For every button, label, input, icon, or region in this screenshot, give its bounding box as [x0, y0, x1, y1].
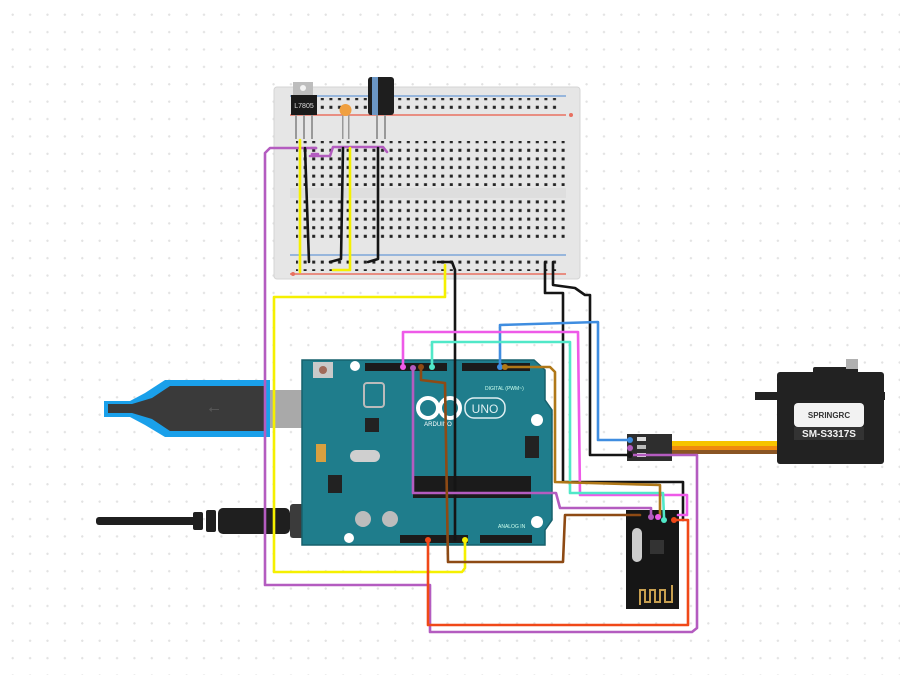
model-label: UNO [472, 402, 499, 416]
digital-label: DIGITAL (PWM~) [485, 386, 524, 392]
usb-cable[interactable]: ⭠ [104, 380, 310, 437]
wire-black-arduino-gnd[interactable] [436, 260, 457, 542]
breadboard[interactable] [273, 86, 581, 280]
digital-header-right[interactable] [462, 363, 530, 371]
radio-module[interactable] [626, 510, 679, 609]
servo-wire-signal [672, 441, 780, 446]
wire-black-cap-gnd[interactable] [328, 146, 345, 264]
pcb-antenna [639, 585, 673, 605]
servo-wire-power [672, 446, 780, 450]
wire-endpoints [400, 364, 677, 543]
servo-model: SM-S3317S [802, 429, 856, 440]
servo-motor[interactable]: SPRINGRC SM-S3317S [672, 359, 885, 464]
wire-black-reg-gnd[interactable] [303, 146, 311, 264]
wire-purple-vin[interactable] [263, 146, 699, 634]
dc-jack-cable[interactable] [96, 504, 326, 538]
ceramic-capacitor[interactable] [339, 104, 352, 139]
servo-horn-shaft [846, 359, 858, 369]
wire-blue-servo-signal[interactable] [498, 320, 630, 442]
mounting-hole [350, 361, 360, 371]
wires [263, 138, 699, 634]
crystal [350, 450, 380, 462]
wire-brown[interactable] [419, 365, 642, 564]
icsp-header[interactable] [525, 436, 539, 458]
mounting-hole [531, 516, 543, 528]
mounting-hole [531, 414, 543, 426]
voltage-regulator[interactable]: L7805 [291, 82, 317, 139]
wire-purple-signal[interactable] [411, 365, 653, 519]
capacitor [355, 511, 371, 527]
servo-wire-ground [672, 450, 780, 454]
centre-channel [290, 188, 566, 198]
fuse [316, 444, 326, 462]
regulator-label: L7805 [294, 103, 314, 110]
servo-brand: SPRINGRC [808, 411, 850, 420]
wire-yellow-cap[interactable] [331, 146, 352, 272]
power-header[interactable] [400, 535, 468, 543]
polyfuse [363, 382, 385, 408]
wire-black-radio-gnd[interactable] [543, 260, 685, 522]
electrolytic-capacitor[interactable] [368, 77, 394, 139]
terminal-holes-top [296, 141, 566, 186]
wire-orange-red[interactable] [426, 518, 690, 627]
reset-button-cap [319, 366, 327, 374]
wire-purple-stub[interactable] [309, 146, 320, 156]
usb-chip [365, 418, 379, 432]
servo-header[interactable] [627, 434, 672, 461]
rail-plus-marker [569, 113, 573, 117]
radio-crystal [632, 528, 642, 562]
wire-black-servo-gnd[interactable] [551, 260, 630, 457]
analog-label: ANALOG IN [498, 524, 526, 530]
capacitor [382, 511, 398, 527]
wire-purple-cap-link[interactable] [308, 145, 389, 158]
atmega-chip[interactable] [413, 476, 531, 498]
terminal-holes-bottom [296, 198, 566, 243]
wire-black-elec-gnd[interactable] [366, 146, 380, 264]
wire-cyan[interactable] [430, 340, 666, 519]
radio-chip [650, 540, 664, 554]
voltage-regulator-chip [328, 475, 342, 493]
top-rail-holes [296, 98, 558, 112]
usb-symbol-icon: ⭠ [208, 400, 219, 416]
analog-header[interactable] [480, 535, 532, 543]
rail-plus-marker [291, 272, 295, 276]
wire-ochre[interactable] [503, 365, 662, 519]
arduino-logo: ARDUINO UNO [416, 396, 506, 428]
logo-text: ARDUINO [424, 422, 452, 428]
wire-magenta[interactable] [401, 330, 689, 517]
arduino-uno-board[interactable]: DIGITAL (PWM~) ARDUINO UNO ANALOG IN [301, 359, 553, 546]
bottom-rail-holes [296, 257, 558, 271]
wire-yellow-5v[interactable] [272, 138, 467, 574]
mounting-hole [344, 533, 354, 543]
